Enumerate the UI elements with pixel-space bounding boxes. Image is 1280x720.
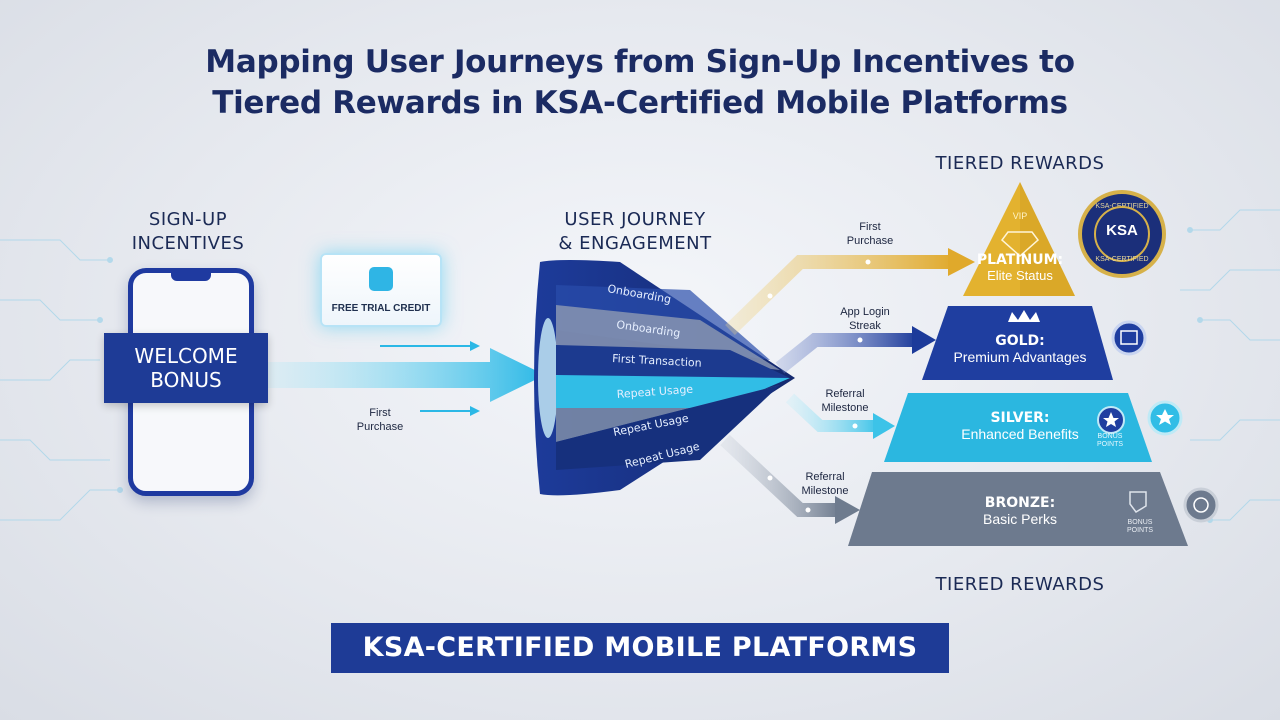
tier-silver-shape	[884, 393, 1152, 462]
path-app-login-line-1: App Login	[840, 306, 890, 318]
tiered-rewards-heading-top: TIERED REWARDS	[935, 153, 1105, 174]
svg-text:Repeat Usage: Repeat Usage	[616, 383, 693, 401]
phone-notch	[171, 273, 211, 281]
welcome-line-2: BONUS	[150, 368, 222, 392]
diamond-icon	[1000, 231, 1040, 258]
arrow-referral-1	[785, 393, 895, 439]
tier-bronze-shape	[848, 472, 1188, 546]
bottom-banner: KSA-CERTIFIED MOBILE PLATFORMS	[331, 623, 949, 673]
first-purchase-left-line-2: Purchase	[356, 421, 404, 433]
main-flow-arrow	[268, 341, 545, 416]
path-first-purchase-line-2: Purchase	[846, 235, 894, 247]
engagement-funnel: Onboarding Onboarding First Transaction …	[534, 260, 795, 496]
tier-bronze-desc: Basic Perks	[983, 511, 1057, 527]
rewards-pyramid	[848, 182, 1188, 546]
bonus-points-bronze: BONUS POINTS	[1118, 519, 1162, 535]
badge-inner-ring	[1094, 206, 1150, 262]
tier-gold-name: GOLD:	[995, 333, 1045, 349]
signup-heading-line-2: INCENTIVES	[131, 233, 245, 254]
path-label-referral-2: Referral Milestone	[780, 470, 870, 498]
first-purchase-label-left: First Purchase	[340, 406, 420, 434]
bonus-points-bronze-line-1: BONUS	[1127, 519, 1153, 526]
tier-platinum-shape	[963, 182, 1075, 296]
tier-platinum-name: PLATINUM:	[976, 252, 1064, 268]
circuit-right-decor	[1180, 209, 1280, 523]
title-line-2: Tiered Rewards in KSA-Certified Mobile P…	[212, 85, 1068, 121]
path-label-referral-1: Referral Milestone	[800, 387, 890, 415]
bonus-points-silver-line-2: POINTS	[1096, 441, 1124, 448]
bonus-points-silver: BONUS POINTS	[1088, 433, 1132, 449]
tier-silver-label: SILVER: Enhanced Benefits	[920, 410, 1120, 442]
ksa-certified-badge: KSA-CERTIFIED KSA KSA-CERTIFIED	[1078, 190, 1166, 278]
side-icons	[1097, 320, 1219, 523]
free-trial-card: FREE TRIAL CREDIT	[320, 253, 442, 327]
journey-heading-line-1: USER JOURNEY	[564, 209, 706, 230]
arrow-app-login	[775, 326, 936, 374]
path-label-app-login: App Login Streak	[820, 305, 910, 333]
svg-text:First Transaction: First Transaction	[612, 352, 702, 370]
tiered-rewards-heading-bottom: TIERED REWARDS	[935, 574, 1105, 595]
signup-heading-line-1: SIGN-UP	[148, 209, 228, 230]
bonus-points-silver-line-1: BONUS	[1097, 433, 1123, 440]
arrow-first-purchase	[725, 248, 975, 336]
path-first-purchase-line-1: First	[859, 221, 881, 233]
path-referral-2-line-1: Referral	[805, 471, 845, 483]
circuit-left-decor	[0, 239, 123, 521]
badge-bottom-text: KSA-CERTIFIED	[1095, 256, 1149, 263]
tier-silver-desc: Enhanced Benefits	[961, 426, 1079, 442]
tier-gold-shape	[922, 306, 1113, 380]
vip-tag: VIP	[1012, 211, 1028, 221]
tier-platinum-label: PLATINUM: Elite Status	[960, 252, 1080, 283]
tier-silver-name: SILVER:	[990, 410, 1050, 426]
welcome-line-1: WELCOME	[134, 344, 238, 368]
badge-center-text: KSA	[1106, 222, 1138, 239]
gold-side-icon	[1111, 320, 1147, 356]
crown-icon	[1008, 310, 1040, 322]
path-app-login-line-2: Streak	[849, 320, 881, 332]
tier-gold-desc: Premium Advantages	[953, 349, 1087, 365]
bonus-points-bronze-line-2: POINTS	[1126, 527, 1154, 534]
signup-heading: SIGN-UP INCENTIVES	[108, 208, 268, 256]
title-line-1: Mapping User Journeys from Sign-Up Incen…	[205, 44, 1075, 80]
journey-heading-line-2: & ENGAGEMENT	[558, 233, 712, 254]
tier-bronze-label: BRONZE: Basic Perks	[920, 495, 1120, 527]
tier-gold-label: GOLD: Premium Advantages	[930, 333, 1110, 365]
arrow-referral-2	[720, 434, 860, 524]
tier-bronze-name: BRONZE:	[984, 495, 1056, 511]
path-referral-2-line-2: Milestone	[801, 485, 849, 497]
tag-icon	[1129, 491, 1147, 513]
free-trial-label: FREE TRIAL CREDIT	[331, 303, 431, 314]
first-purchase-left-line-1: First	[369, 407, 391, 419]
journey-heading: USER JOURNEY & ENGAGEMENT	[540, 208, 730, 256]
page-title: Mapping User Journeys from Sign-Up Incen…	[0, 42, 1280, 124]
path-referral-1-line-1: Referral	[825, 388, 865, 400]
path-label-first-purchase: First Purchase	[830, 220, 910, 248]
path-referral-1-line-2: Milestone	[821, 402, 869, 414]
welcome-bonus-card: WELCOME BONUS	[104, 333, 268, 403]
user-card-icon	[369, 267, 393, 291]
tier-platinum-desc: Elite Status	[987, 268, 1053, 283]
bronze-side-icon	[1183, 487, 1219, 523]
